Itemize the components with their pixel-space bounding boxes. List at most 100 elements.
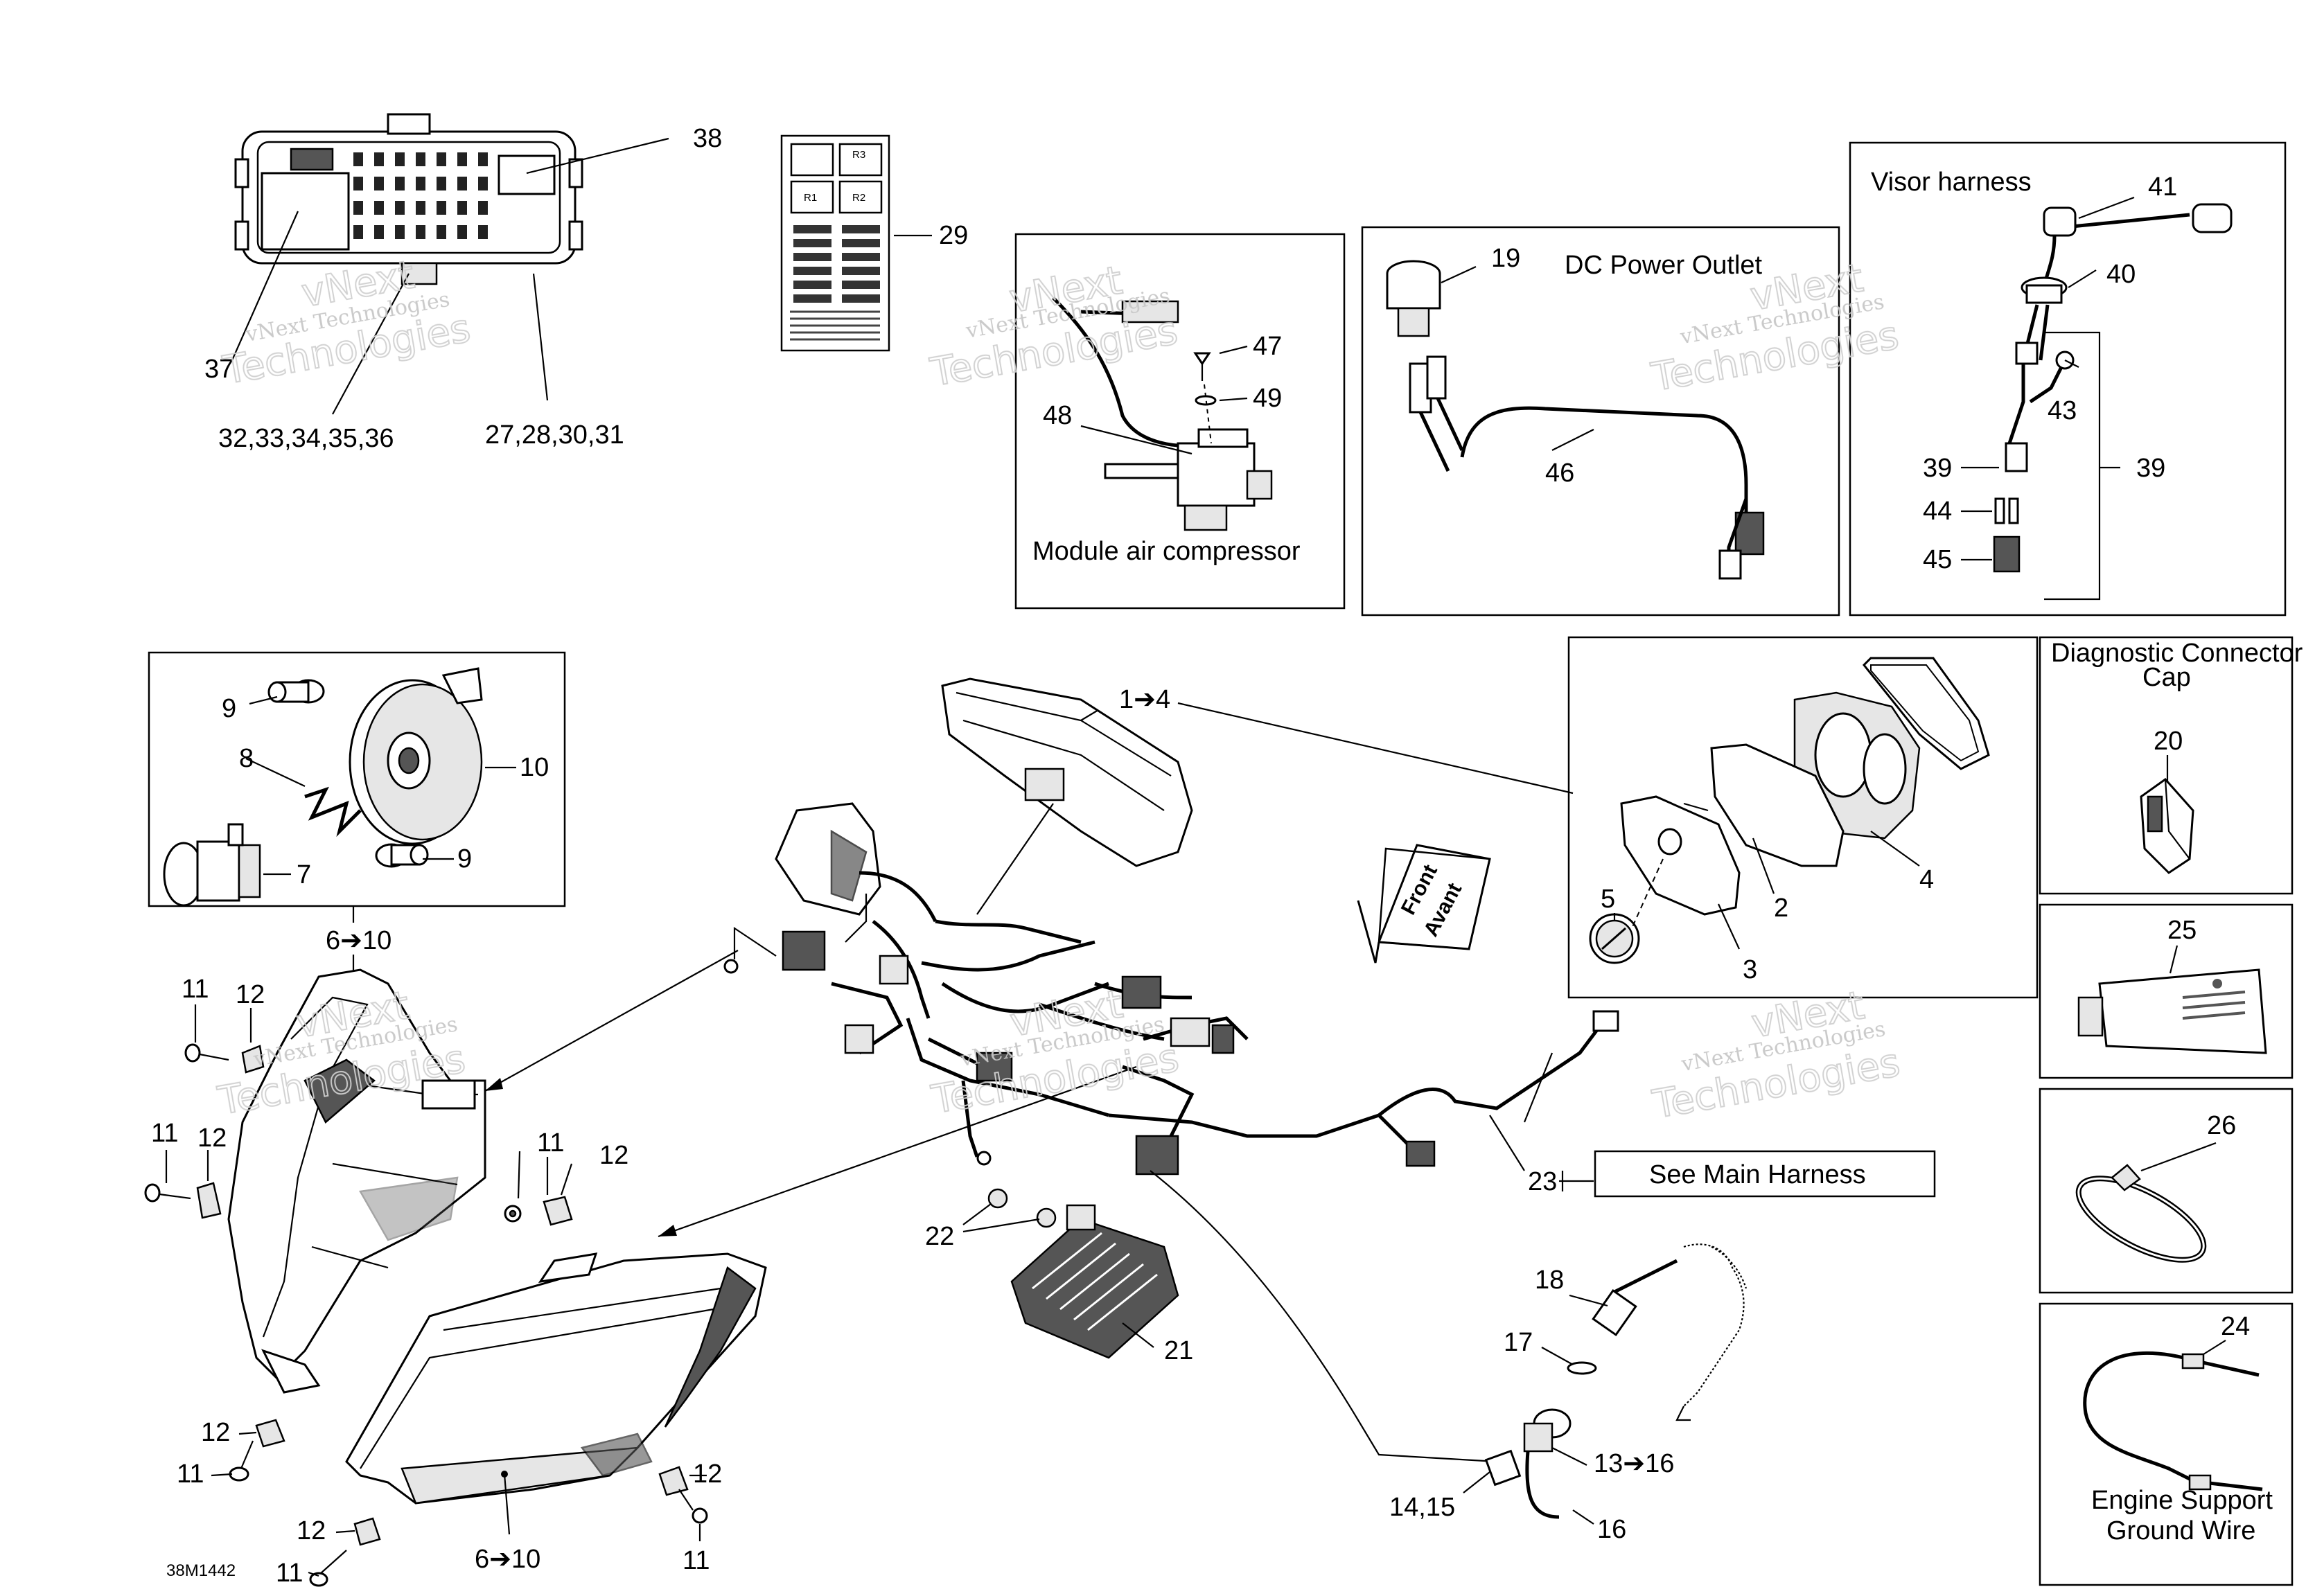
callout-48: 48	[1043, 401, 1072, 430]
callout-38: 38	[693, 124, 722, 153]
bulb-clip-8	[304, 786, 362, 837]
clip-12-c	[543, 1196, 573, 1226]
left-headlight-assembly	[227, 968, 486, 1394]
callout-12-f: 12	[297, 1516, 326, 1545]
callout-13-16: 13➔16	[1594, 1449, 1674, 1478]
callout-12-b: 12	[197, 1124, 227, 1153]
callout-12-d: 12	[201, 1418, 230, 1447]
callout-12-a: 12	[236, 980, 265, 1009]
visor-grommet-40	[2021, 276, 2068, 304]
visor-harness-box	[1849, 141, 2287, 617]
clip-12-d	[255, 1419, 285, 1448]
callout-25: 25	[2167, 916, 2197, 945]
dielectric-grease-tube-25	[2077, 968, 2267, 1054]
callout-20: 20	[2154, 727, 2183, 756]
callout-45: 45	[1923, 545, 1952, 574]
callout-7: 7	[297, 860, 311, 889]
callout-11-b: 11	[151, 1119, 178, 1148]
headlight-reflector-10	[349, 667, 483, 845]
callout-12-e: 12	[693, 1460, 722, 1489]
air-compressor-module	[1052, 296, 1273, 531]
screw-11-a	[184, 1043, 229, 1063]
screw-11-e	[678, 1489, 708, 1524]
fuse-label-card: R3 R1 R2	[780, 134, 890, 352]
engine-support-caption-line2: Ground Wire	[2106, 1516, 2255, 1545]
bulb-socket-cap-9-top	[267, 679, 325, 704]
fuse-box	[234, 113, 583, 285]
voltage-regulator-21	[1010, 1204, 1179, 1359]
callout-12-c: 12	[599, 1141, 628, 1170]
callout-17: 17	[1504, 1328, 1533, 1357]
dielectric-grease-box	[2039, 903, 2294, 1079]
callout-40: 40	[2106, 260, 2136, 289]
callout-6-10-bottom: 6➔10	[475, 1545, 540, 1574]
screw-11-f	[309, 1550, 347, 1587]
relay-r2-label: R2	[852, 192, 865, 204]
cluster-bezel-3	[1620, 795, 1741, 916]
callout-11-c: 11	[537, 1128, 564, 1158]
callout-16: 16	[1597, 1515, 1626, 1544]
clip-12-a	[241, 1045, 265, 1074]
callout-11-e: 11	[683, 1546, 710, 1575]
washer-17	[1567, 1361, 1597, 1375]
diagnostic-connector-cap-20	[2140, 777, 2194, 874]
callout-39-right: 39	[2136, 454, 2165, 483]
dc-outlet-harness	[1460, 406, 1748, 513]
callout-11-f: 11	[276, 1559, 303, 1588]
callout-32-36: 32,33,34,35,36	[218, 424, 394, 453]
diagnostic-connector-caption-line2: Cap	[2142, 663, 2191, 692]
front-arrow: Front Avant	[1357, 844, 1491, 964]
washer-49	[1195, 395, 1217, 406]
key-switch-13-16	[1484, 1408, 1572, 1519]
callout-21: 21	[1164, 1336, 1193, 1365]
callout-46: 46	[1545, 459, 1574, 488]
instrument-cluster-detail-box	[1567, 636, 2039, 999]
visor-harness-caption: Visor harness	[1871, 168, 2032, 197]
engine-ground-wire-24	[2083, 1351, 2263, 1491]
module-air-compressor-caption: Module air compressor	[1032, 537, 1301, 566]
cluster-display-2	[1710, 743, 1845, 867]
tether-cord-18	[1592, 1243, 1748, 1421]
callout-6-10-top: 6➔10	[326, 926, 391, 955]
callout-27-31: 27,28,30,31	[485, 420, 624, 450]
callout-3: 3	[1743, 955, 1757, 984]
see-main-harness-box	[1594, 1150, 1936, 1198]
relay-r1-label: R1	[804, 192, 817, 204]
callout-29: 29	[939, 221, 968, 250]
callout-9-top: 9	[222, 694, 236, 723]
callout-10: 10	[520, 753, 549, 782]
callout-47: 47	[1253, 332, 1282, 361]
callout-8: 8	[239, 744, 254, 773]
callout-49: 49	[1253, 384, 1282, 413]
cable-tie-26	[2075, 1164, 2207, 1263]
engine-support-ground-wire-box	[2039, 1302, 2294, 1586]
connector-14-15	[1484, 1449, 1522, 1487]
see-main-harness-label: See Main Harness	[1649, 1160, 1866, 1189]
harness-23	[1378, 1024, 1602, 1117]
module-air-compressor-box	[1014, 233, 1346, 610]
callout-5: 5	[1601, 885, 1615, 914]
cluster-gasket-4	[1862, 657, 1990, 770]
callout-22: 22	[925, 1222, 954, 1251]
callout-23: 23	[1528, 1167, 1557, 1196]
nuts-22	[987, 1188, 1057, 1228]
callout-37: 37	[204, 355, 234, 384]
clip-12-f	[353, 1517, 381, 1546]
callout-24: 24	[2221, 1312, 2250, 1341]
screw-11-b	[144, 1183, 191, 1203]
clip-12-e	[658, 1466, 689, 1496]
diagnostic-connector-caption-line1: Diagnostic Connector	[2051, 639, 2303, 668]
screw-11-d	[229, 1440, 254, 1482]
callout-18: 18	[1535, 1266, 1564, 1295]
housing-45	[1993, 535, 2021, 573]
callout-19: 19	[1491, 244, 1520, 273]
screw-47	[1193, 352, 1211, 381]
bulb-socket-cap-9-bottom	[375, 843, 429, 868]
clip-12-b	[196, 1182, 222, 1219]
diagnostic-connector-cap-box	[2039, 636, 2294, 895]
headlight-bulb-box	[148, 651, 566, 907]
callout-14-15: 14,15	[1389, 1493, 1455, 1522]
halogen-bulb-7	[163, 823, 261, 907]
relay-r3-label: R3	[852, 149, 865, 161]
